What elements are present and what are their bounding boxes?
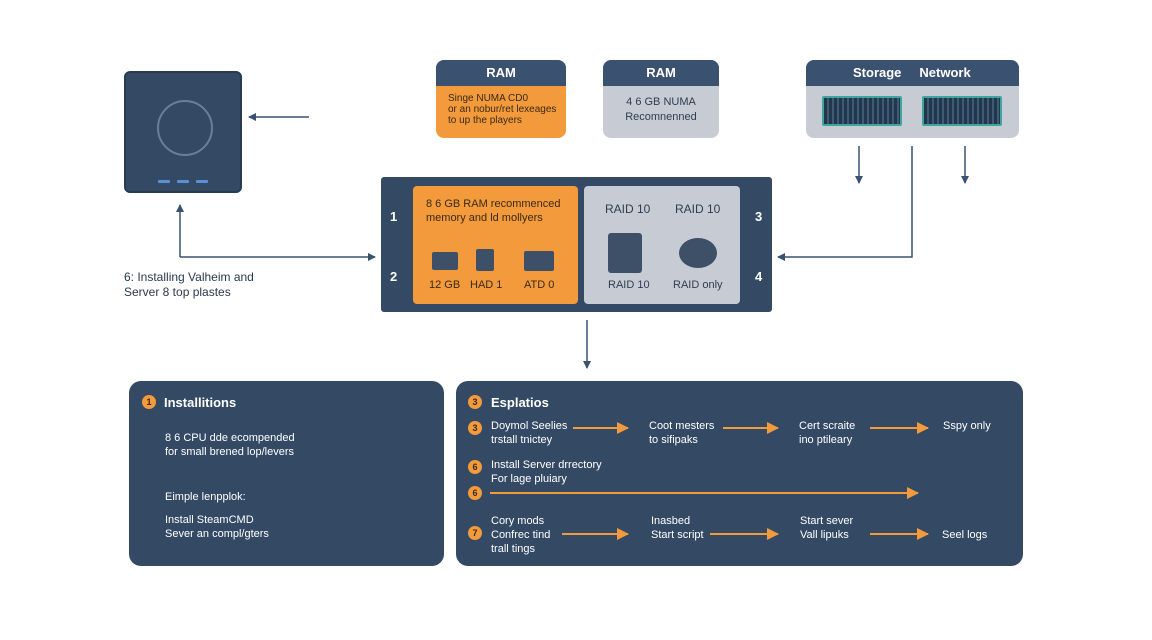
step-badge: 6 <box>468 486 482 500</box>
flow-step: Install Server drrectory For lage pluiar… <box>491 458 602 486</box>
flow-step: Inasbed Start script <box>651 514 704 542</box>
rack-module-memory: 8 6 GB RAM recommenced memory and ld mol… <box>413 186 578 304</box>
flow-step: Sspy only <box>943 420 991 432</box>
slot-number: 4 <box>755 269 763 284</box>
side-label: 6: Installing Valheim and Server 8 top p… <box>124 270 254 300</box>
flow-step: Seel logs <box>942 529 988 541</box>
panel-title: Installitions <box>164 395 237 410</box>
panel-line: 8 6 CPU dde ecompended <box>165 432 295 444</box>
step-badge: 6 <box>468 460 482 474</box>
slot-number: 1 <box>390 209 398 224</box>
step-line: Install Server drrectory <box>491 459 602 471</box>
step-line: trstall tnictey <box>491 434 553 446</box>
step-line: Start sever <box>800 515 854 527</box>
step-line: to sifipaks <box>649 434 698 446</box>
step-badge: 3 <box>468 421 482 435</box>
drive-icon <box>524 251 554 271</box>
ram-stick-icon <box>922 96 1002 126</box>
server-tower-icon <box>124 71 242 193</box>
flow-step: Cory mods Confrec tind trall tings <box>491 514 550 556</box>
step-line: Doymol Seelies <box>491 420 568 432</box>
raid-label: RAID 10 <box>605 202 651 216</box>
card-title: RAM <box>436 60 566 86</box>
card-title: RAM <box>603 60 719 86</box>
storage-network-card: Storage Network <box>806 60 1019 138</box>
step-line: Coot mesters <box>649 420 715 432</box>
step-badge: 3 <box>468 395 482 409</box>
step-badge: 7 <box>468 526 482 540</box>
step-line: Start script <box>651 529 704 541</box>
card-line: to up the players <box>448 115 522 126</box>
ram-stick-icon <box>822 96 902 126</box>
step-line: Inasbed <box>651 515 691 527</box>
card-line: Recomnenned <box>625 111 697 123</box>
disk-icon <box>679 238 717 268</box>
explanations-panel: 3 Esplatios 3 Doymol Seelies trstall tni… <box>456 381 1023 566</box>
installations-panel: 1 Installitions 8 6 CPU dde ecompended f… <box>129 381 444 566</box>
disk-array-icon <box>608 233 642 273</box>
slot-number: 2 <box>390 269 398 284</box>
memory-chip-icon <box>476 249 494 271</box>
card-line: 4 6 GB NUMA <box>626 96 696 108</box>
panel-line: Eimple lenpplok: <box>165 491 246 503</box>
module-text: 8 6 GB RAM recommenced <box>426 198 561 210</box>
panel-text: Install SteamCMD Sever an compl/gters <box>165 513 269 541</box>
panel-text: 8 6 CPU dde ecompended for small brened … <box>165 431 295 459</box>
led-icon <box>177 180 189 183</box>
step-line: Confrec tind <box>491 529 551 541</box>
module-label: 12 GB <box>429 279 461 291</box>
flow-step: Start sever Vall lipuks <box>800 514 853 542</box>
drive-bay-icon <box>157 100 213 156</box>
raid-label: RAID only <box>673 279 723 291</box>
arrow-storage-rack <box>777 146 913 261</box>
card-line: Singe NUMA CD0 <box>448 93 529 104</box>
flow-step: Coot mesters to sifipaks <box>649 419 714 447</box>
panel-line: Sever an compl/gters <box>165 528 269 540</box>
raid-label: RAID 10 <box>608 279 650 291</box>
panel-line: for small brened lop/levers <box>165 446 295 458</box>
card-line: or an nobur/ret lexeages <box>448 104 557 115</box>
module-label: HAD 1 <box>470 279 503 291</box>
raid-label: RAID 10 <box>675 202 721 216</box>
step-line: For lage pluiary <box>491 473 567 485</box>
step-badge: 1 <box>142 395 156 409</box>
card-title: Network <box>919 65 971 80</box>
step-line: Cory mods <box>491 515 545 527</box>
slot-number: 3 <box>755 209 763 224</box>
led-icon <box>158 180 170 183</box>
step-line: ino ptileary <box>799 434 853 446</box>
ram-card-orange: RAM Singe NUMA CD0 or an nobur/ret lexea… <box>436 60 566 138</box>
memory-chip-icon <box>432 252 458 270</box>
panel-line: Install SteamCMD <box>165 514 254 526</box>
ram-card-grey: RAM 4 6 GB NUMA Recomnenned <box>603 60 719 138</box>
module-text: memory and ld mollyers <box>426 212 543 224</box>
module-label: ATD 0 <box>524 279 555 291</box>
flow-step: Cert scraite ino ptileary <box>799 419 855 447</box>
card-title: Storage <box>853 65 902 80</box>
step-line: trall tings <box>491 543 536 555</box>
step-line: Cert scraite <box>799 420 856 432</box>
panel-title: Esplatios <box>491 395 549 410</box>
flow-step: Doymol Seelies trstall tnictey <box>491 419 567 447</box>
rack-module-raid: RAID 10 RAID 10 RAID 10 RAID only <box>584 186 740 304</box>
step-line: Vall lipuks <box>800 529 849 541</box>
side-label-line: 6: Installing Valheim and <box>124 270 254 284</box>
side-label-line: Server 8 top plastes <box>124 285 231 299</box>
led-icon <box>196 180 208 183</box>
